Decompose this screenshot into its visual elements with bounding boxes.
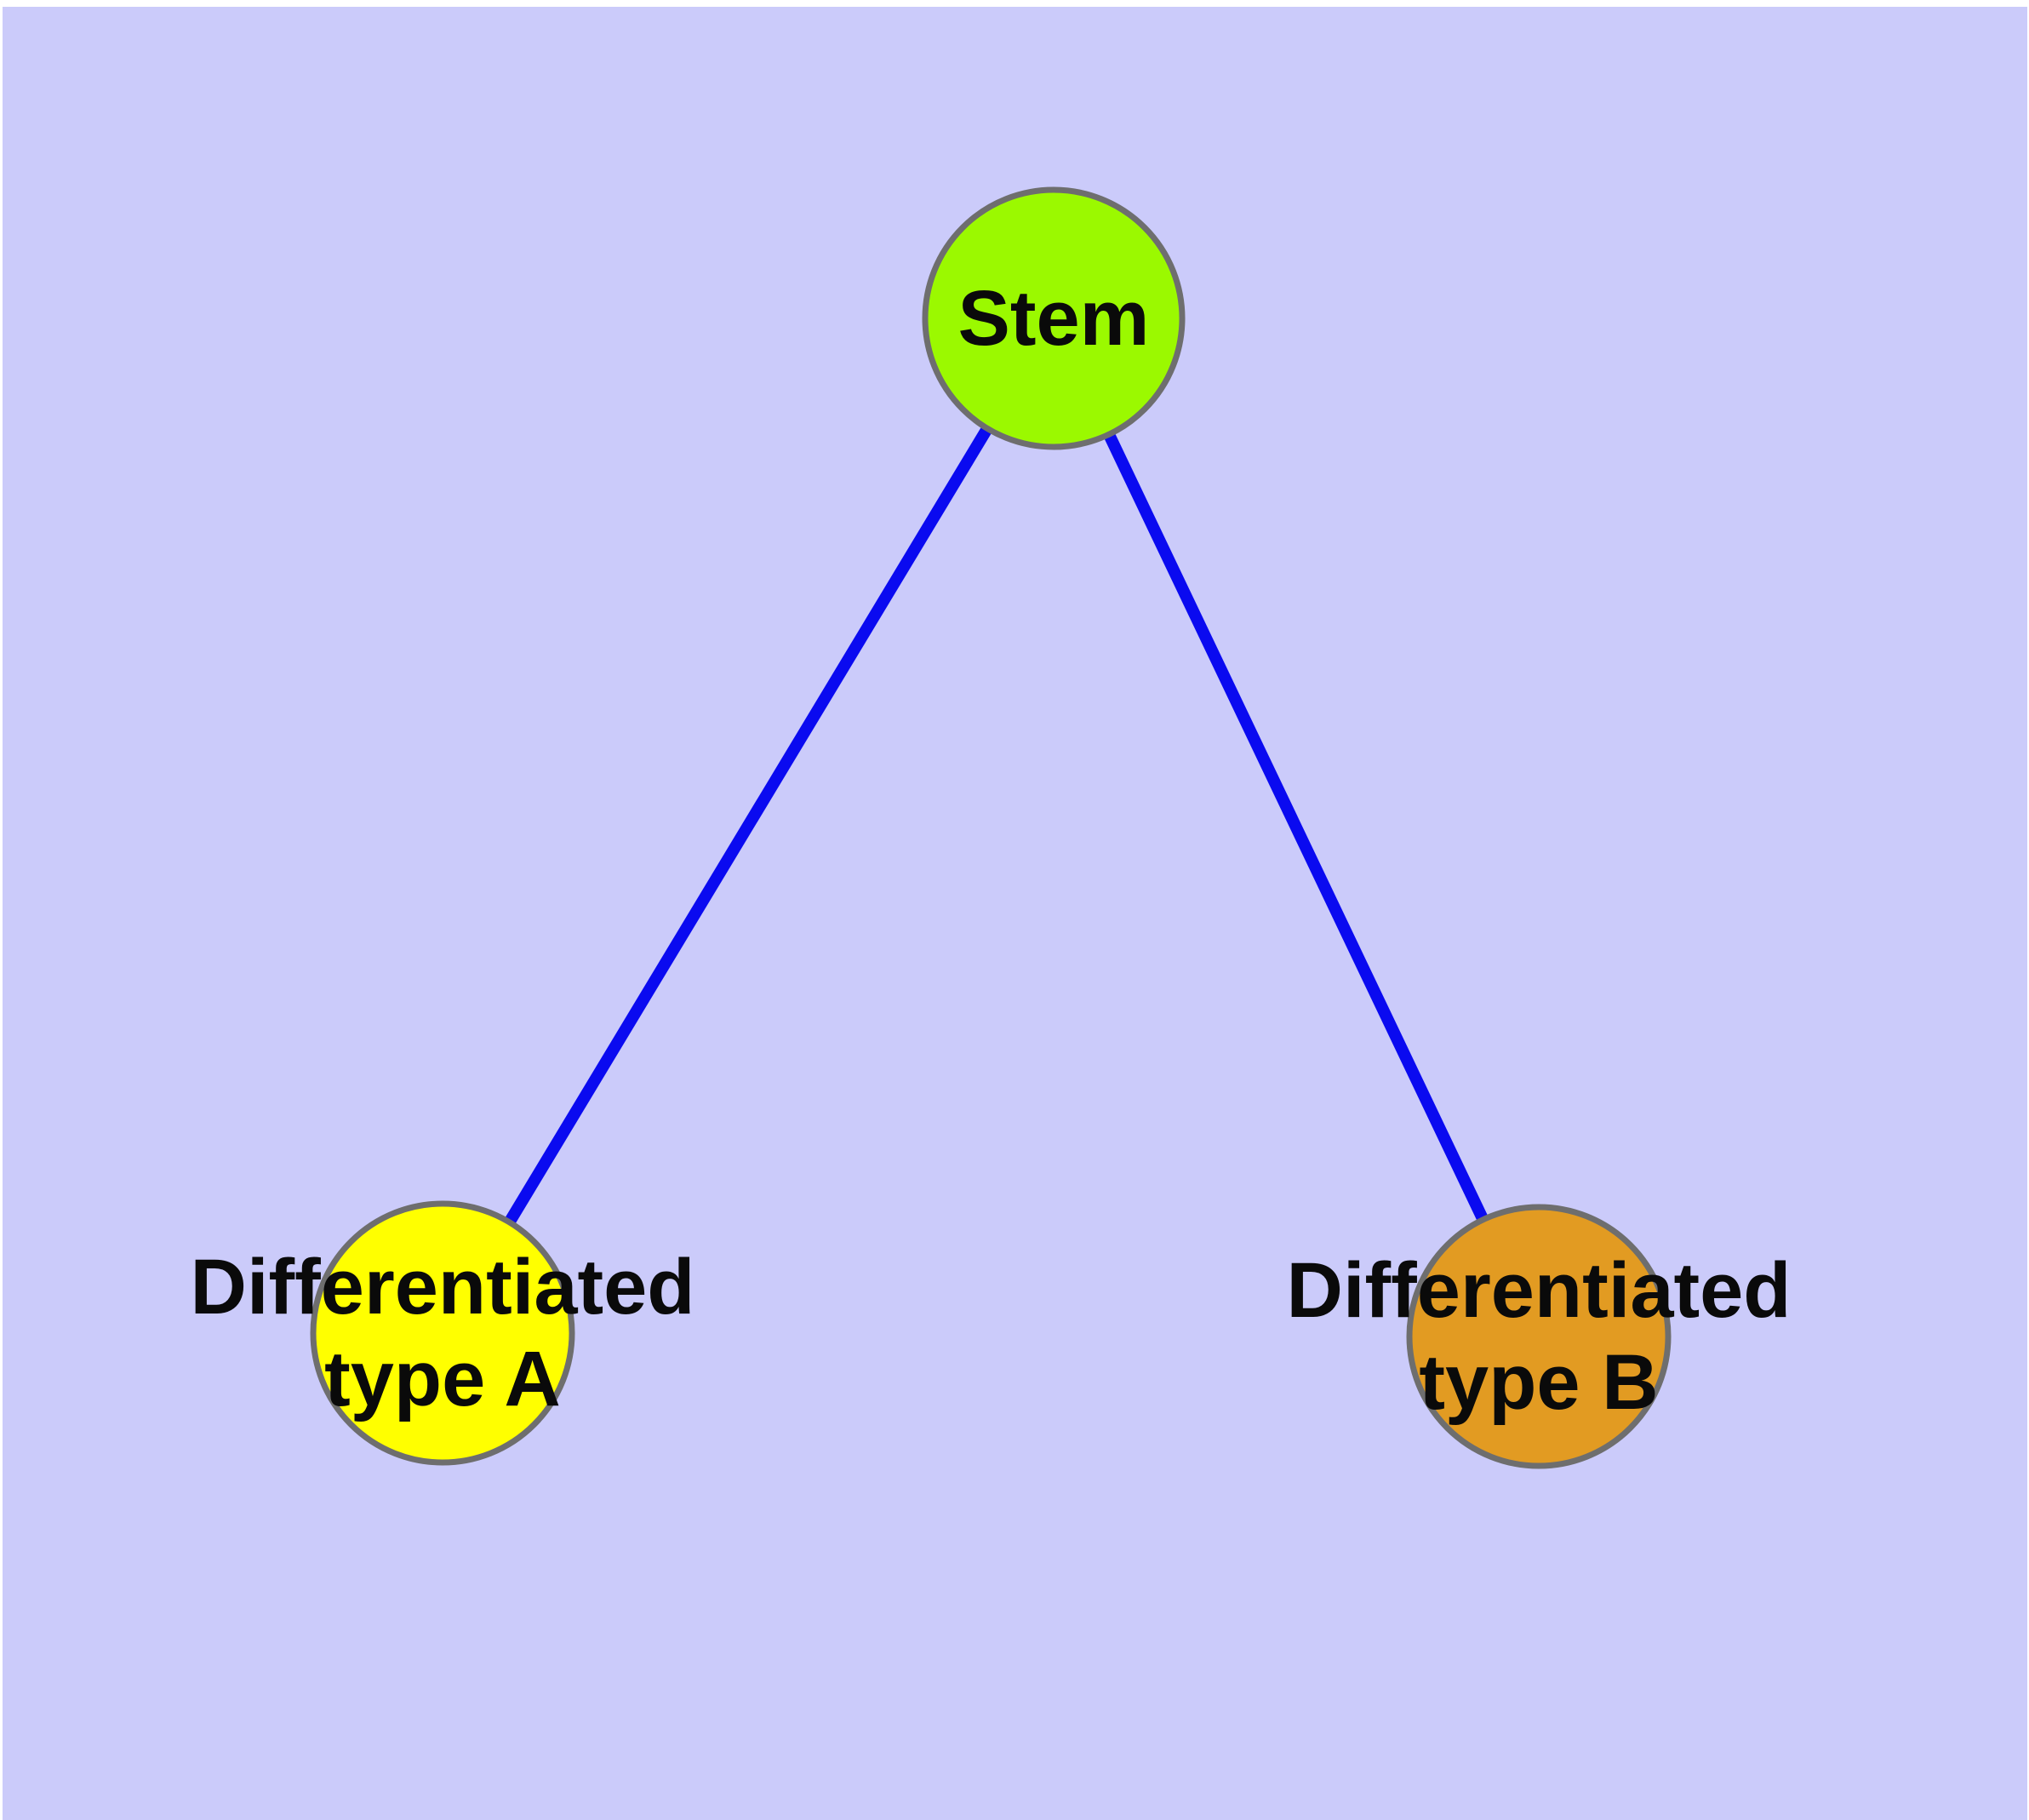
node-label-line: type B <box>1419 1339 1658 1426</box>
node-label-line: type A <box>324 1336 561 1422</box>
node-diff-a <box>310 1200 575 1466</box>
nodes-layer <box>310 186 1672 1469</box>
node-label-line: Differentiated <box>1287 1247 1792 1334</box>
node-stem <box>922 186 1186 450</box>
node-label-stem: Stem <box>958 275 1150 362</box>
edges-layer <box>437 315 1545 1340</box>
node-label-line: Stem <box>958 275 1150 362</box>
edge-stem-diff-a <box>437 315 1059 1336</box>
node-label-line: Differentiated <box>191 1244 695 1331</box>
node-diff-b <box>1406 1204 1672 1469</box>
edge-stem-diff-b <box>1048 315 1545 1340</box>
